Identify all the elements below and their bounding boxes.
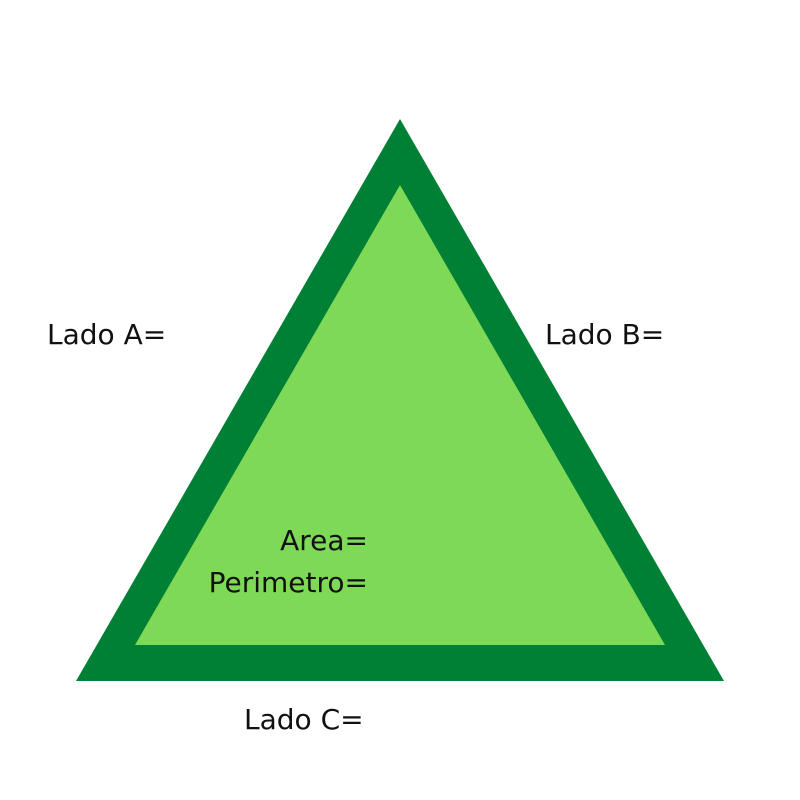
side-a-label: Lado A= xyxy=(47,318,167,351)
triangle-inner-fill xyxy=(135,185,665,645)
area-perimeter-block: Area= Perimetro= xyxy=(209,520,368,604)
side-c-label: Lado C= xyxy=(244,703,364,736)
area-label: Area= xyxy=(280,524,368,557)
side-b-label: Lado B= xyxy=(545,318,665,351)
perimeter-label: Perimetro= xyxy=(208,566,368,599)
